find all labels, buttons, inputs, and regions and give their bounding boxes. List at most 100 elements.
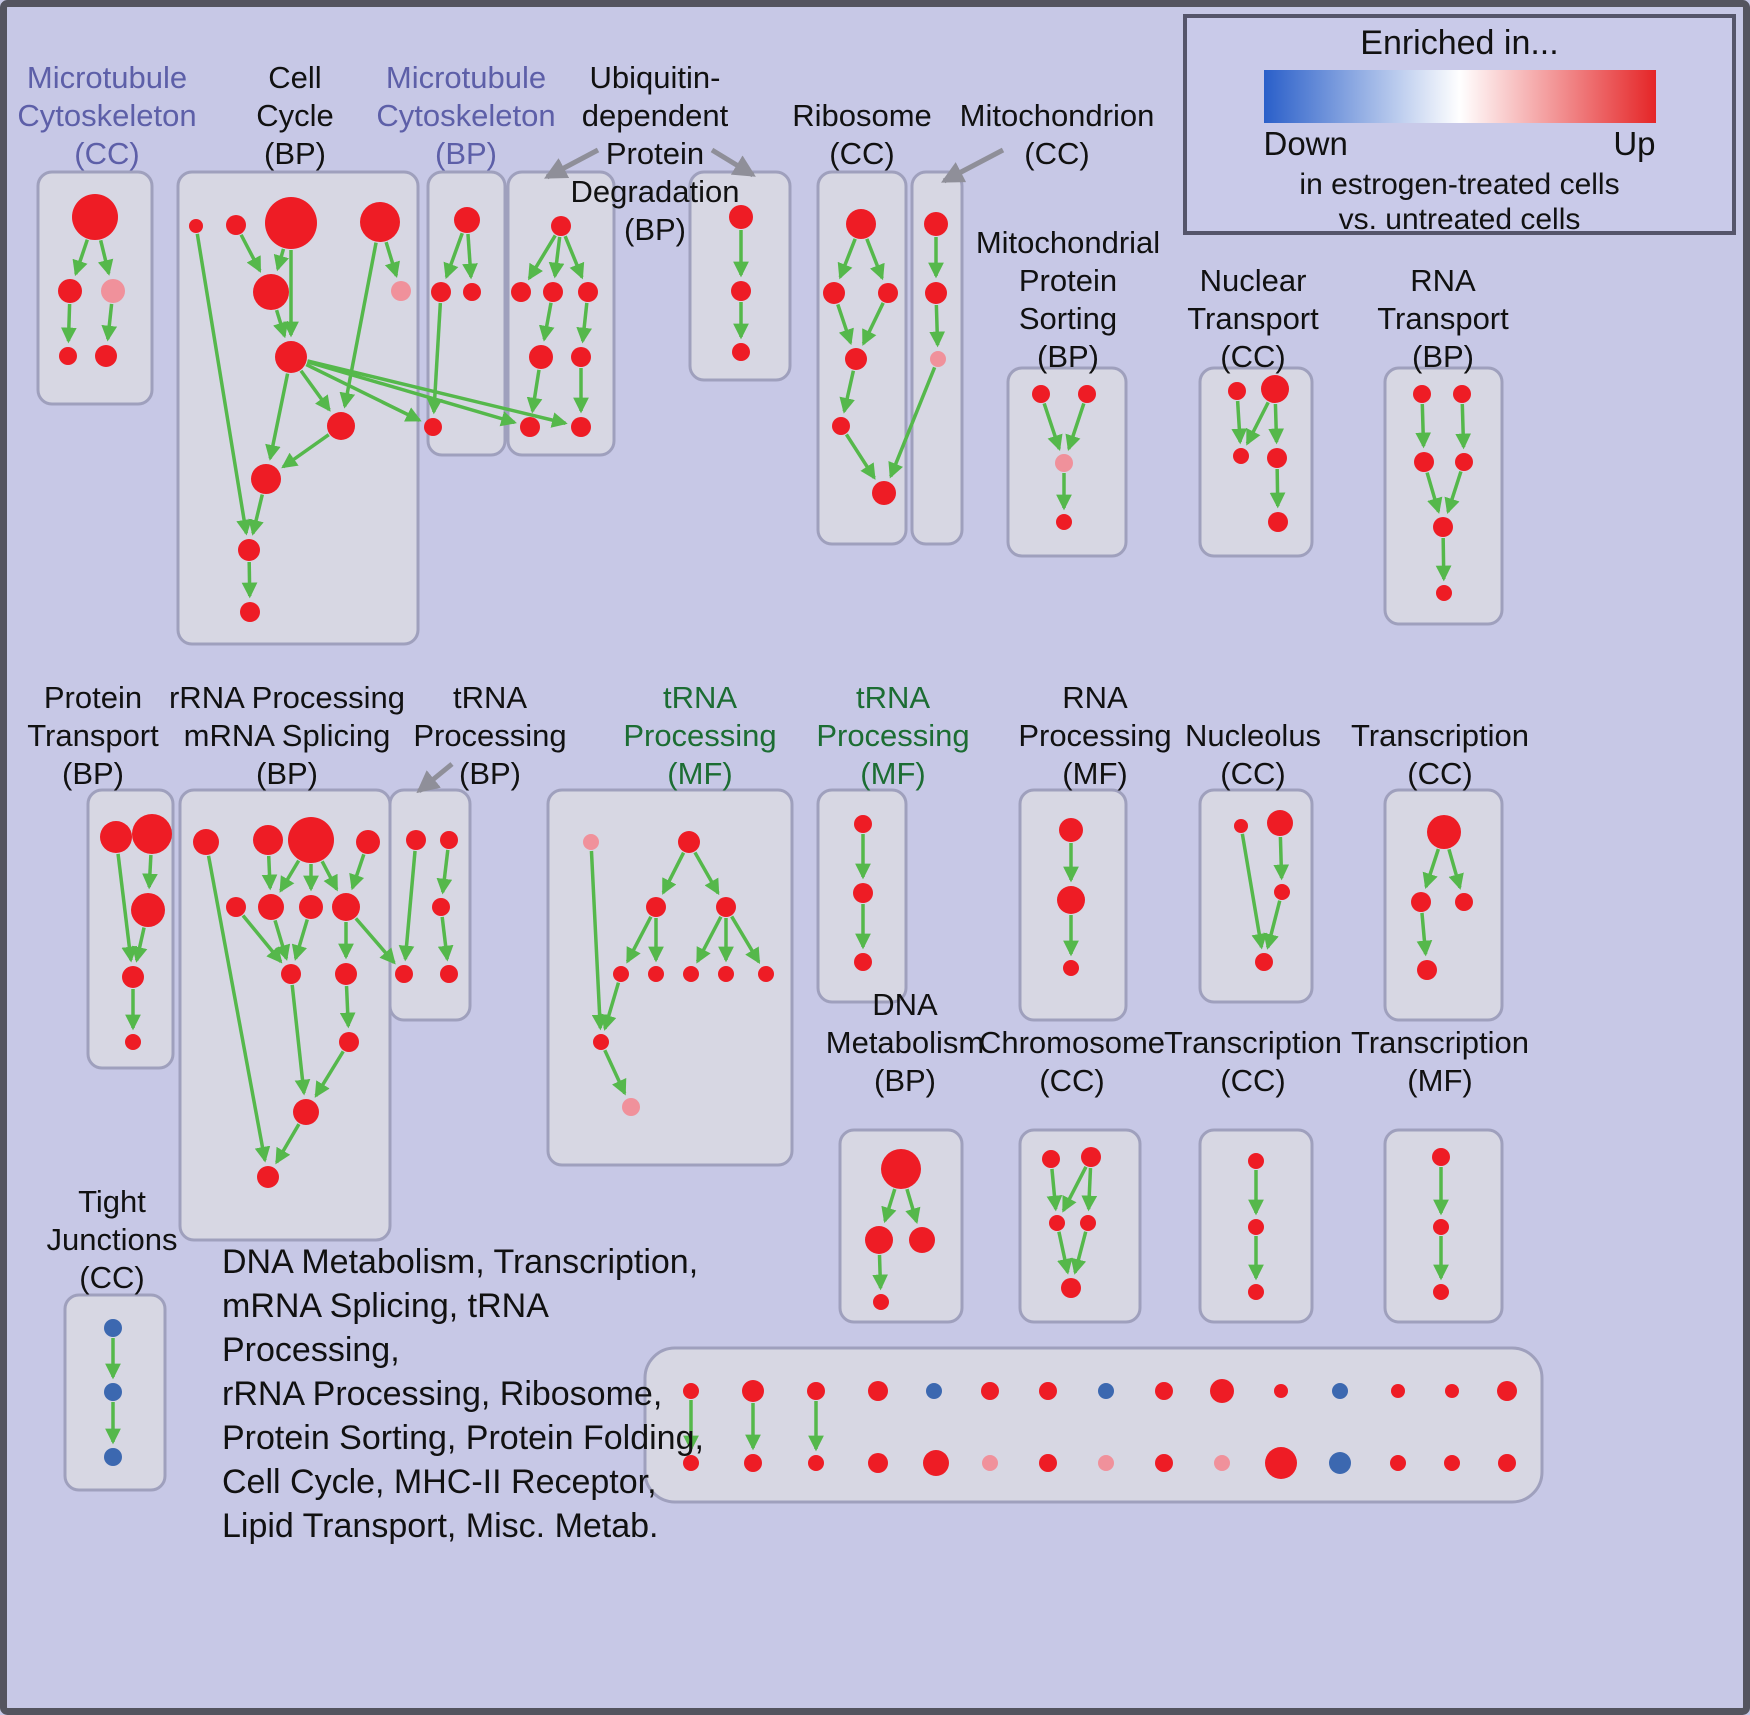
cluster-box-transcription-cc-a — [1383, 788, 1504, 1022]
edge-arrow — [1416, 912, 1433, 957]
edge-arrow — [261, 855, 278, 891]
edge-arrow — [1425, 472, 1443, 514]
go-term-node — [1417, 960, 1437, 980]
go-term-node — [391, 281, 411, 301]
go-term-node — [1039, 1454, 1057, 1472]
cluster-box-nucleolus — [1198, 788, 1314, 1004]
go-term-node — [288, 817, 334, 863]
go-term-node — [854, 953, 872, 971]
edge-arrow — [1455, 403, 1472, 450]
go-term-node — [104, 1448, 122, 1466]
edge-arrow — [1269, 468, 1286, 509]
edge-arrow — [131, 927, 148, 963]
edge-arrow — [576, 302, 592, 344]
edge-arrow — [589, 850, 608, 1031]
edge-arrow — [1042, 402, 1063, 452]
go-term-node — [1080, 1215, 1096, 1231]
edge-arrow — [1057, 1231, 1073, 1275]
go-term-node — [1414, 452, 1434, 472]
go-term-node — [758, 966, 774, 982]
go-term-node — [926, 1383, 942, 1399]
go-term-node — [511, 282, 531, 302]
legend-down-label: Down — [1263, 125, 1348, 162]
edge-arrow — [526, 369, 543, 414]
go-term-node — [131, 893, 165, 927]
go-term-node — [571, 347, 591, 367]
go-term-node — [1039, 1382, 1057, 1400]
label-pointer-arrow — [941, 147, 1005, 184]
go-term-node — [807, 1382, 825, 1400]
cluster-box-microtubule-cc — [36, 170, 154, 406]
go-term-node — [226, 897, 246, 917]
cluster-box-trna-mf-a — [546, 788, 794, 1167]
go-term-node — [238, 539, 260, 561]
go-term-node — [251, 464, 281, 494]
edge-arrow — [527, 234, 557, 281]
go-term-node — [729, 205, 753, 229]
cluster-box-dna-metabolism — [838, 1128, 964, 1324]
go-term-node — [257, 1166, 279, 1188]
edge-arrow — [299, 369, 331, 412]
go-term-node — [125, 1034, 141, 1050]
go-term-node — [265, 197, 317, 249]
go-term-node — [1432, 1148, 1450, 1166]
edge-arrow — [320, 860, 339, 892]
edge-arrow — [730, 915, 761, 965]
go-term-node — [1155, 1382, 1173, 1400]
edge-arrow — [693, 851, 720, 896]
go-term-node — [1081, 1147, 1101, 1167]
go-term-node — [440, 965, 458, 983]
go-term-node — [122, 966, 144, 988]
go-term-node — [1255, 953, 1273, 971]
edge-arrow — [307, 359, 568, 428]
edge-arrow — [1061, 1165, 1088, 1213]
go-term-node — [1155, 1454, 1173, 1472]
go-term-node — [72, 194, 118, 240]
edge-arrow — [339, 985, 356, 1029]
go-term-node — [281, 964, 301, 984]
edge-arrow — [1273, 836, 1290, 881]
go-term-node — [339, 1032, 359, 1052]
go-term-node — [583, 834, 599, 850]
legend-gradient-bar — [1263, 70, 1656, 123]
go-term-node — [332, 893, 360, 921]
go-term-node — [1390, 1455, 1406, 1471]
go-term-node — [189, 219, 203, 233]
edge-arrow — [1046, 1168, 1063, 1212]
go-term-node — [299, 895, 323, 919]
edge-arrow — [349, 853, 366, 891]
go-term-node — [1268, 512, 1288, 532]
edge-arrow — [695, 915, 723, 964]
go-term-node — [571, 417, 591, 437]
edge-arrow — [1415, 403, 1432, 449]
go-term-node — [1049, 1215, 1065, 1231]
edge-arrow — [1447, 848, 1464, 890]
legend-up-label: Up — [1613, 125, 1656, 162]
legend-subtitle: in estrogen-treated cells vs. untreated … — [1299, 168, 1620, 236]
go-term-node — [1056, 514, 1072, 530]
edge-arrow — [1435, 537, 1452, 582]
edge-arrow — [538, 302, 555, 342]
go-term-node — [981, 1382, 999, 1400]
cluster-box-chromosome — [1018, 1128, 1142, 1324]
nodes — [58, 194, 1517, 1479]
cluster-box-trna-bp — [388, 788, 472, 1022]
cluster-title-transcription-cc-a: Transcription(CC) — [1351, 718, 1529, 791]
go-term-node — [593, 1034, 609, 1050]
go-term-node — [406, 830, 426, 850]
edge-arrow — [314, 1050, 345, 1098]
edge-arrow — [241, 914, 283, 964]
go-term-node — [622, 1098, 640, 1116]
edge-arrow — [839, 370, 856, 414]
edge-arrow — [195, 233, 252, 536]
